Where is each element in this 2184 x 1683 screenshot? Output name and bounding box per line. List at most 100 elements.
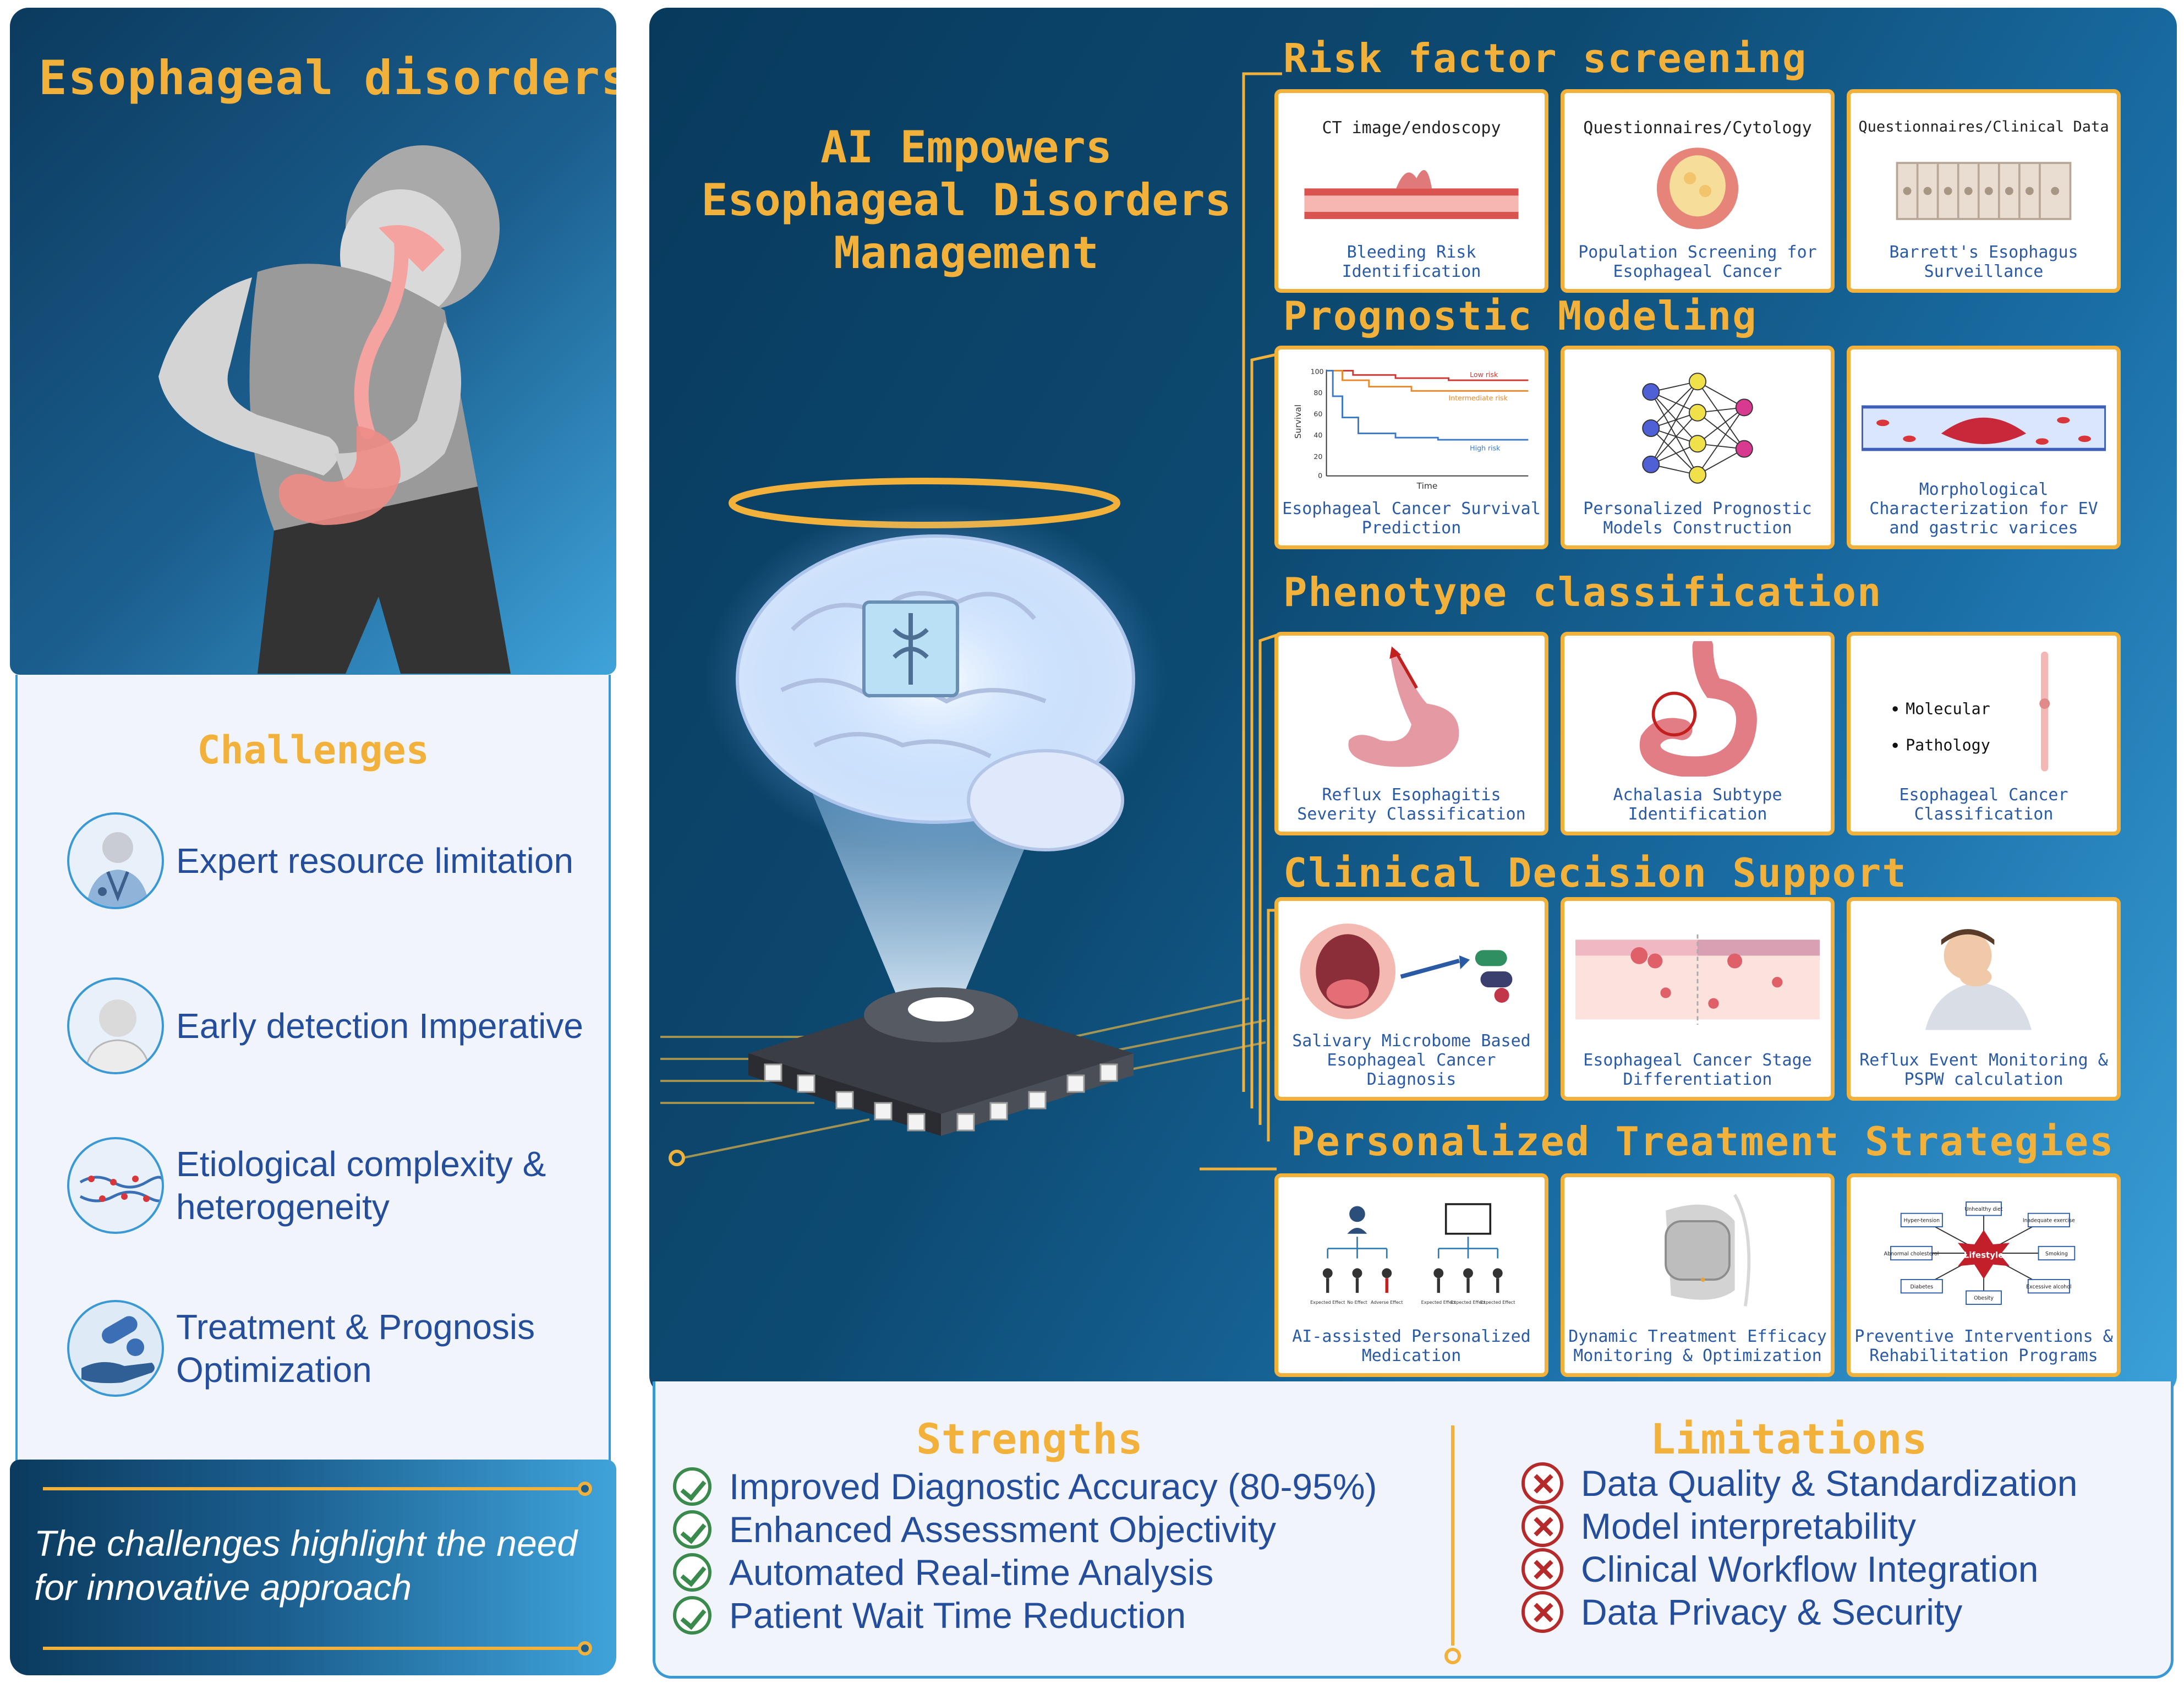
- divider: [43, 1487, 588, 1490]
- conclusion-panel: The challenges highlight the need for in…: [10, 1460, 616, 1675]
- ai-brain-chip-illustration: [660, 478, 1266, 1166]
- section-title-risk-factor-screening: Risk factor screening: [1283, 35, 1808, 81]
- center-title: AI Empowers Esophageal Disorders Managem…: [701, 122, 1231, 278]
- wearable-device-icon: [1575, 1188, 1820, 1313]
- card-prognostic-models: Personalized Prognostic Models Construct…: [1561, 346, 1835, 549]
- effect-label: No Effect: [1347, 1300, 1367, 1305]
- medication-tree-icon: Expected Effect No Effect Adverse Effect…: [1289, 1199, 1534, 1313]
- series-label-high: High risk: [1470, 444, 1501, 452]
- y-tick: 40: [1313, 431, 1322, 439]
- challenge-label: Etiological complexity & heterogeneity: [176, 1144, 546, 1227]
- cross-icon: [1521, 1548, 1563, 1590]
- challenge-item: Etiological complexity & heterogeneity: [51, 1137, 606, 1247]
- ai-empowerment-panel: AI Empowers Esophageal Disorders Managem…: [649, 8, 2177, 1395]
- varices-vessel-icon: [1860, 388, 2108, 468]
- series-label-low: Low risk: [1470, 370, 1498, 379]
- x-axis-label: Time: [1416, 481, 1438, 491]
- card-source: CT image/endoscopy: [1322, 118, 1501, 138]
- strength-label: Enhanced Assessment Objectivity: [729, 1509, 1277, 1550]
- card-source: Questionnaires/Cytology: [1583, 118, 1812, 138]
- tissue-stage-icon: [1575, 923, 1820, 1031]
- card-salivary-microbiome: Salivary Microbome Based Esophageal Canc…: [1274, 897, 1548, 1101]
- strength-item: Automated Real-time Analysis: [673, 1551, 1213, 1594]
- effect-label: Expected Effect: [1480, 1300, 1515, 1305]
- strength-item: Improved Diagnostic Accuracy (80-95%): [673, 1465, 1377, 1508]
- cross-icon: [1521, 1591, 1563, 1633]
- card-treatment-monitoring: Dynamic Treatment Efficacy Monitoring & …: [1561, 1173, 1835, 1377]
- doctor-icon: [67, 812, 164, 909]
- challenge-item: Expert resource limitation: [51, 812, 606, 922]
- stomach-reflux-icon: [1289, 641, 1534, 777]
- challenge-label: Early detection Imperative: [176, 1006, 583, 1046]
- y-axis-label: Survival: [1293, 405, 1303, 439]
- limitation-item: Model interpretability: [1521, 1505, 1916, 1548]
- epithelium-icon: [1862, 143, 2106, 239]
- challenges-title: Challenges: [197, 728, 429, 773]
- y-tick: 100: [1311, 367, 1324, 375]
- card-cancer-stage: Esophageal Cancer Stage Differentiation: [1561, 897, 1835, 1101]
- divider: [43, 1647, 588, 1650]
- card-caption: Personalized Prognostic Models Construct…: [1583, 499, 1812, 538]
- y-tick: 20: [1313, 452, 1322, 461]
- challenges-panel: Challenges Expert resource limitation Ea…: [15, 675, 611, 1464]
- limitation-label: Data Quality & Standardization: [1581, 1463, 2078, 1504]
- divider-dot: [578, 1482, 592, 1496]
- card-preventive-interventions: Lifestyle Hyper-tension Unhealthy diet I…: [1847, 1173, 2121, 1377]
- divider-dot: [578, 1641, 592, 1655]
- effect-label: Expected Effect: [1421, 1300, 1456, 1305]
- factor-label: Hyper-tension: [1904, 1218, 1940, 1224]
- limitation-item: Data Privacy & Security: [1521, 1591, 1962, 1633]
- cross-icon: [1521, 1462, 1563, 1504]
- y-tick: 60: [1313, 410, 1322, 418]
- bullet-pathology: Pathology: [1906, 736, 1990, 755]
- neural-network-icon: [1575, 366, 1820, 490]
- card-caption: Population Screening for Esophageal Canc…: [1578, 243, 1817, 281]
- card-caption: Esophageal Cancer Stage Differentiation: [1583, 1051, 1812, 1089]
- factor-label: Smoking: [2045, 1251, 2068, 1257]
- challenge-item: Early detection Imperative: [51, 977, 606, 1088]
- card-caption: Esophageal Cancer Survival Prediction: [1282, 499, 1541, 538]
- card-survival-prediction: 100 80 60 40 20 0 Time Survival Low risk…: [1274, 346, 1548, 549]
- card-achalasia-subtype: Achalasia Subtype Identification: [1561, 632, 1835, 835]
- card-varices-characterization: Morphological Characterization for EV an…: [1847, 346, 2121, 549]
- dna-strand-icon: [67, 1137, 164, 1234]
- cross-icon: [1521, 1505, 1563, 1547]
- section-title-personalized-treatment-strategies: Personalized Treatment Strategies: [1291, 1118, 2115, 1165]
- hand-pills-icon: [67, 1300, 164, 1397]
- card-personalized-medication: Expected Effect No Effect Adverse Effect…: [1274, 1173, 1548, 1377]
- challenge-label: Treatment & Prognosis Optimization: [176, 1307, 535, 1390]
- effect-label: Expected Effect: [1450, 1300, 1485, 1305]
- challenge-item: Treatment & Prognosis Optimization: [51, 1300, 606, 1410]
- strength-label: Improved Diagnostic Accuracy (80-95%): [729, 1466, 1377, 1507]
- limitation-item: Clinical Workflow Integration: [1521, 1548, 2038, 1591]
- coughing-person-icon: [1862, 923, 2106, 1031]
- y-tick: 0: [1318, 472, 1322, 480]
- left-title: Esophageal disorders: [39, 51, 616, 106]
- card-bleeding-risk: CT image/endoscopy Bleeding Risk Identif…: [1274, 89, 1548, 293]
- esophagus-tube-icon: Molecular Pathology: [1862, 641, 2106, 777]
- card-reflux-esophagitis: Reflux Esophagitis Severity Classificati…: [1274, 632, 1548, 835]
- card-caption: Preventive Interventions & Rehabilitatio…: [1854, 1327, 2113, 1365]
- factor-label: Diabetes: [1910, 1284, 1933, 1290]
- survival-curve-icon: 100 80 60 40 20 0 Time Survival Low risk…: [1289, 358, 1534, 493]
- limitations-title: Limitations: [1650, 1414, 1928, 1463]
- card-caption: Achalasia Subtype Identification: [1613, 785, 1782, 824]
- left-hero-panel: Esophageal disorders: [10, 8, 616, 675]
- patient-stomach-pain-illustration: [158, 145, 511, 674]
- card-cancer-classification: Molecular Pathology Esophageal Cancer Cl…: [1847, 632, 2121, 835]
- strength-item: Enhanced Assessment Objectivity: [673, 1508, 1276, 1551]
- limitation-label: Clinical Workflow Integration: [1581, 1549, 2039, 1589]
- card-source: Questionnaires/Clinical Data: [1858, 118, 2109, 135]
- section-title-phenotype-classification: Phenotype classification: [1283, 569, 1882, 615]
- card-caption: Morphological Characterization for EV an…: [1869, 480, 2098, 538]
- card-barretts-surveillance: Questionnaires/Clinical Data Barrett's E…: [1847, 89, 2121, 293]
- limitation-item: Data Quality & Standardization: [1521, 1462, 2078, 1505]
- strength-label: Patient Wait Time Reduction: [729, 1595, 1186, 1636]
- factor-label: Inadequate exercise: [2023, 1218, 2075, 1224]
- bleeding-vessel-icon: [1289, 143, 1534, 239]
- strength-item: Patient Wait Time Reduction: [673, 1594, 1186, 1637]
- factor-label: Unhealthy diet: [1964, 1206, 2002, 1212]
- card-caption: Bleeding Risk Identification: [1342, 243, 1481, 281]
- stomach-achalasia-icon: [1575, 636, 1820, 778]
- card-caption: Dynamic Treatment Efficacy Monitoring & …: [1568, 1327, 1827, 1365]
